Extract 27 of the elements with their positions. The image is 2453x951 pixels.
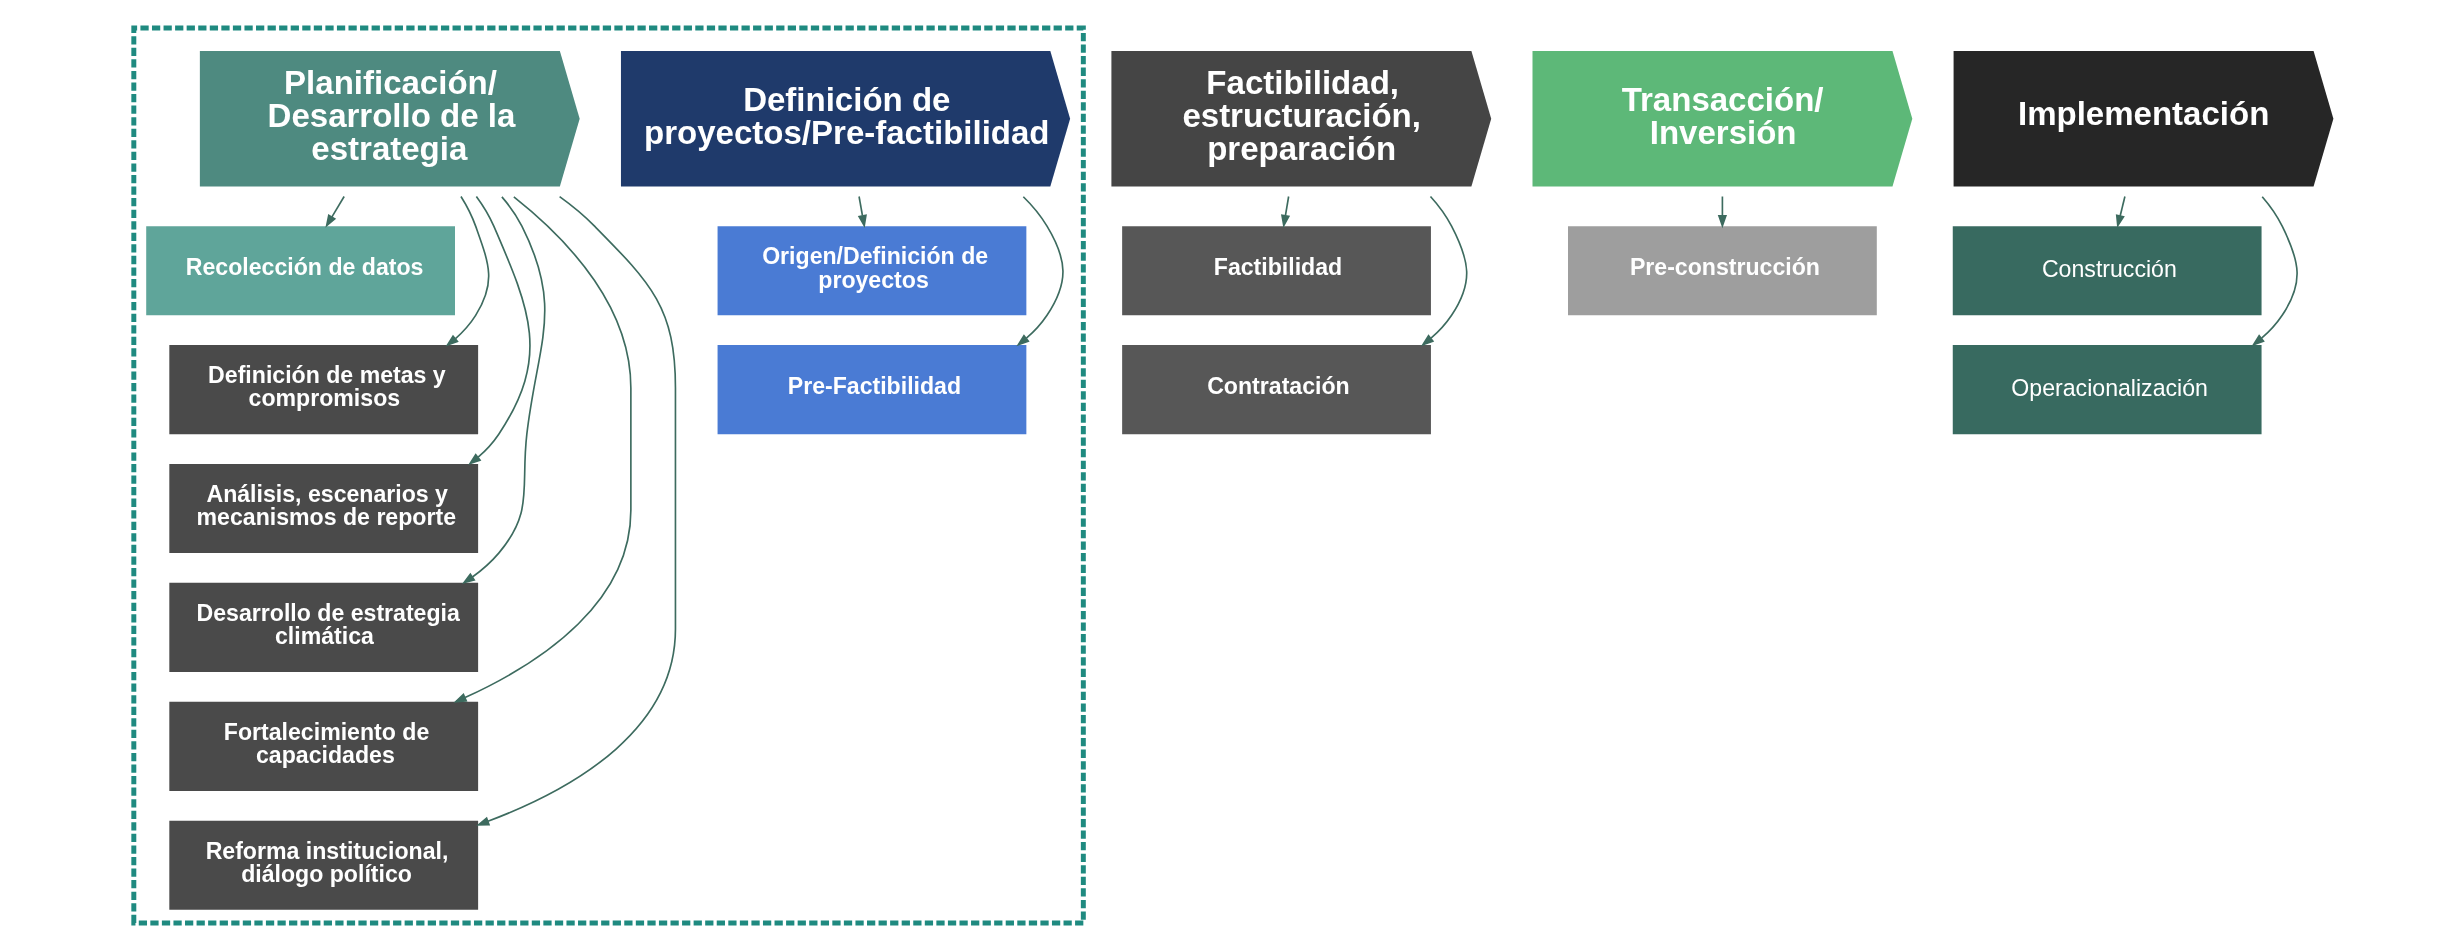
node-box: Desarrollo de estrategia climática	[168, 582, 478, 672]
arrow	[857, 195, 867, 229]
node-box: Análisis, escenarios y mecanismos de reporte	[168, 463, 478, 554]
arrow	[2115, 195, 2126, 229]
node-box: Recolección de datos	[145, 226, 455, 316]
node-box: Definición de metas y compromisos	[168, 345, 478, 435]
arrow	[1717, 195, 1727, 229]
node-box: Fortalecimiento de capacidades	[168, 701, 478, 791]
node-box: Construcción	[1952, 226, 2262, 316]
arrow	[467, 195, 531, 466]
arrow	[452, 196, 632, 703]
arrow	[461, 196, 546, 584]
arrow	[1420, 195, 1467, 347]
arrow	[2251, 195, 2298, 347]
node-box: Pre-construcción	[1567, 226, 1877, 316]
arrow	[475, 195, 676, 826]
node-box: Origen/Definición de proyectos	[717, 226, 1026, 316]
arrow	[1015, 195, 1064, 347]
node-box: Reforma institucional, diálogo político	[168, 820, 478, 910]
node-box: Operacionalización	[1952, 345, 2262, 435]
node-box: Factibilidad	[1121, 226, 1431, 316]
node-box: Pre-Factibilidad	[717, 345, 1026, 435]
arrow	[445, 195, 489, 347]
node-box: Contratación	[1121, 345, 1431, 435]
cluster	[130, 25, 1086, 926]
arrow	[324, 195, 345, 228]
arrow	[1280, 195, 1290, 229]
